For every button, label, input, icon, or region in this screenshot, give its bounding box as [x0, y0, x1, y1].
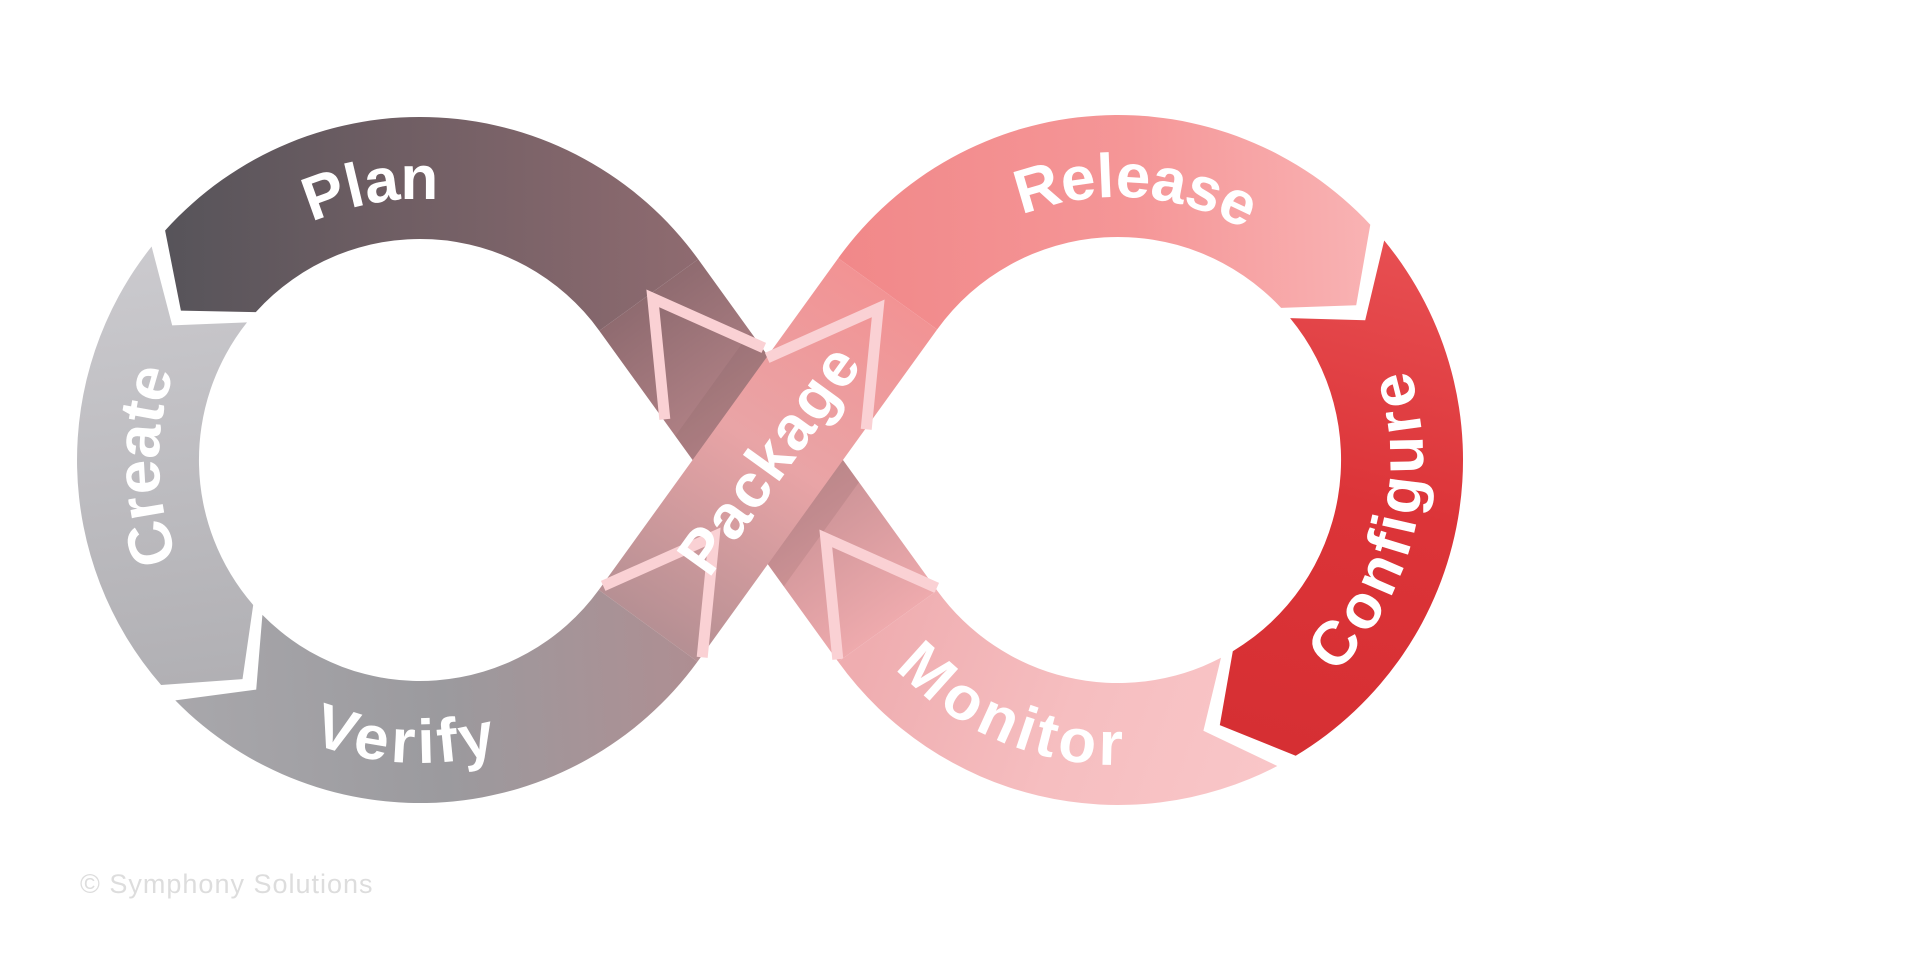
segment-plan-band — [165, 116, 699, 331]
chevron-up-icon — [600, 527, 721, 658]
segment-verify-band — [175, 589, 698, 804]
segment-create-band — [77, 246, 254, 685]
watermark: © Symphony Solutions — [80, 869, 374, 899]
segment-monitor-band — [838, 590, 1278, 805]
segment-configure-band — [1219, 240, 1464, 756]
segment-release-band — [838, 115, 1371, 330]
segment-package-band — [598, 258, 938, 662]
loop-bands — [77, 115, 1464, 805]
chevron-up-icon — [764, 299, 885, 430]
chevron-up-icon — [646, 289, 767, 420]
chevron-up-icon — [819, 529, 940, 660]
flow-chevron-icons-handoff — [646, 289, 940, 660]
flow-chevron-icons-package — [600, 299, 885, 658]
